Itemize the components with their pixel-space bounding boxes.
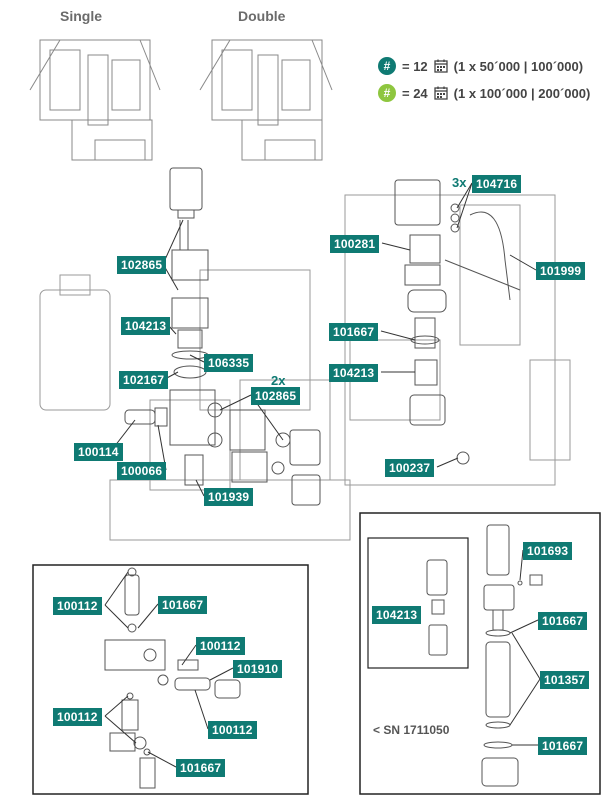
part-tag-101667: 101667 — [176, 759, 226, 777]
part-tag-101667: 101667 — [538, 612, 588, 630]
left-valve-assembly — [39, 269, 351, 541]
double-machine-thumbnail — [199, 39, 333, 161]
single-header: Single — [60, 8, 103, 24]
legend-equals-24: = 24 — [402, 85, 428, 101]
part-tag-102865: 102865 — [117, 256, 167, 274]
calendar-icon — [434, 86, 448, 100]
part-tag-101667: 101667 — [158, 596, 208, 614]
part-tag-100112: 100112 — [53, 597, 102, 615]
part-tag-104716: 104716 — [472, 175, 522, 193]
calendar-icon — [434, 59, 448, 73]
part-tag-100112: 100112 — [208, 721, 257, 739]
count-badge-green: # — [378, 84, 396, 102]
left-side-valves — [124, 407, 321, 506]
part-tag-101667: 101667 — [538, 737, 588, 755]
legend-cycles-12: (1 x 50´000 | 100´000) — [453, 58, 584, 74]
part-tag-100114: 100114 — [74, 443, 123, 461]
single-machine-thumbnail — [29, 39, 161, 161]
right-pump-parts — [394, 179, 521, 465]
legend-row-12: # = 12 (1 x 50´000 | 100´000) — [378, 57, 583, 75]
part-tag-101939: 101939 — [204, 488, 254, 506]
part-tag-106335: 106335 — [204, 354, 254, 372]
part-tag-101357: 101357 — [540, 671, 590, 689]
quantity-2x: 2x — [271, 373, 286, 388]
part-tag-101910: 101910 — [233, 660, 283, 678]
legend-equals-12: = 12 — [402, 58, 428, 74]
part-tag-101999: 101999 — [536, 262, 586, 280]
part-tag-100237: 100237 — [385, 459, 435, 477]
legend-cycles-24: (1 x 100´000 | 200´000) — [453, 85, 591, 101]
part-tag-100281: 100281 — [330, 235, 380, 253]
part-tag-102167: 102167 — [119, 371, 169, 389]
bottom-right-inset-parts — [426, 524, 543, 787]
count-badge-teal: # — [378, 57, 396, 75]
part-tag-104213: 104213 — [121, 317, 171, 335]
part-tag-102865: 102865 — [251, 387, 301, 405]
quantity-3x: 3x — [452, 175, 467, 190]
part-tag-100112: 100112 — [196, 637, 245, 655]
bottom-left-inset-parts — [104, 567, 241, 789]
part-tag-101693: 101693 — [523, 542, 573, 560]
left-solenoid-stack — [169, 167, 223, 486]
double-header: Double — [238, 8, 286, 24]
serial-number-note: < SN 1711050 — [373, 723, 450, 737]
leader-lines — [104, 182, 541, 768]
legend-row-24: # = 24 (1 x 100´000 | 200´000) — [378, 84, 590, 102]
part-tag-100112: 100112 — [53, 708, 102, 726]
part-tag-100066: 100066 — [117, 462, 167, 480]
part-tag-101667: 101667 — [329, 323, 379, 341]
part-tag-104213: 104213 — [372, 606, 422, 624]
part-tag-104213: 104213 — [329, 364, 379, 382]
